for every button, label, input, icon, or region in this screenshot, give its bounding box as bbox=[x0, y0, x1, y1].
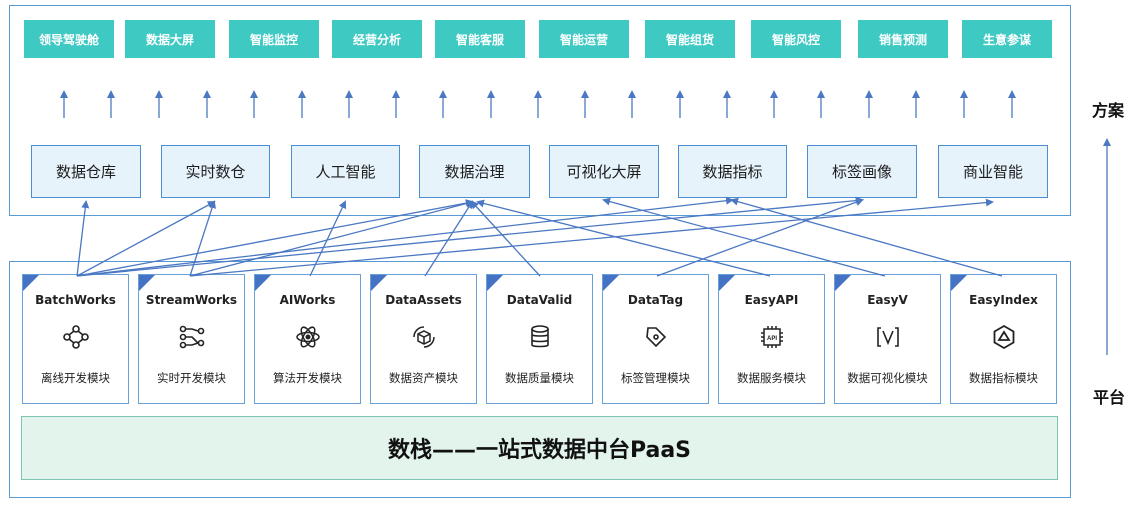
module-card: EasyV 数据可视化模块 bbox=[834, 274, 941, 404]
corner-marker bbox=[603, 275, 619, 291]
tag-icon bbox=[603, 323, 708, 351]
module-card: AIWorks 算法开发模块 bbox=[254, 274, 361, 404]
module-name: StreamWorks bbox=[145, 293, 238, 307]
link-line bbox=[76, 200, 90, 277]
corner-marker bbox=[139, 275, 155, 291]
corner-marker bbox=[23, 275, 39, 291]
module-name: DataAssets bbox=[385, 293, 462, 307]
link-line bbox=[730, 197, 1003, 277]
module-desc: 离线开发模块 bbox=[41, 371, 110, 385]
link-line bbox=[76, 201, 216, 277]
database-icon bbox=[487, 323, 592, 351]
module-desc: 数据指标模块 bbox=[969, 371, 1038, 385]
corner-marker bbox=[951, 275, 967, 291]
capability-box: 数据仓库 bbox=[31, 145, 141, 198]
module-desc: 数据质量模块 bbox=[505, 371, 574, 385]
capability-box: 人工智能 bbox=[291, 145, 400, 198]
module-name: DataTag bbox=[627, 293, 684, 307]
scenario-tile: 智能风控 bbox=[751, 20, 841, 58]
scenario-tile: 智能运营 bbox=[539, 20, 629, 58]
module-card: EasyIndex 数据指标模块 bbox=[950, 274, 1057, 404]
corner-marker bbox=[835, 275, 851, 291]
link-line bbox=[476, 199, 771, 277]
module-card: BatchWorks 离线开发模块 bbox=[22, 274, 129, 404]
corner-marker bbox=[371, 275, 387, 291]
scenario-tile: 智能组货 bbox=[645, 20, 735, 58]
platform-label: 平台 bbox=[1093, 388, 1126, 407]
module-card: DataAssets 数据资产模块 bbox=[370, 274, 477, 404]
corner-marker bbox=[719, 275, 735, 291]
platform-paas-bar: 数栈——一站式数据中台PaaS bbox=[21, 416, 1058, 480]
link-line bbox=[189, 199, 474, 277]
link-line bbox=[189, 200, 216, 277]
module-name: EasyV bbox=[867, 293, 908, 307]
link-line bbox=[76, 196, 864, 277]
module-desc: 数据可视化模块 bbox=[847, 371, 928, 385]
capability-box: 标签画像 bbox=[807, 145, 917, 198]
module-card: DataValid 数据质量模块 bbox=[486, 274, 593, 404]
scenario-tile: 智能监控 bbox=[229, 20, 319, 58]
capability-box: 可视化大屏 bbox=[549, 145, 659, 198]
link-line bbox=[424, 200, 474, 277]
scenario-tile: 智能客服 bbox=[435, 20, 525, 58]
link-line bbox=[76, 196, 734, 277]
module-card: StreamWorks 实时开发模块 bbox=[138, 274, 245, 404]
module-card: DataTag 标签管理模块 bbox=[602, 274, 709, 404]
atom-icon bbox=[255, 323, 360, 351]
module-name: EasyAPI bbox=[744, 293, 799, 307]
visual-bracket-icon bbox=[835, 323, 940, 351]
capability-box: 实时数仓 bbox=[161, 145, 270, 198]
scenario-tile: 生意参谋 bbox=[962, 20, 1052, 58]
link-line bbox=[602, 197, 886, 277]
scenario-tile: 数据大屏 bbox=[125, 20, 215, 58]
scenario-tile: 经营分析 bbox=[332, 20, 422, 58]
solution-label: 方案 bbox=[1092, 101, 1125, 120]
link-line bbox=[309, 200, 347, 277]
module-desc: 数据资产模块 bbox=[389, 371, 458, 385]
capability-box: 数据指标 bbox=[678, 145, 787, 198]
stream-flow-icon bbox=[139, 323, 244, 351]
module-name: EasyIndex bbox=[969, 293, 1038, 307]
module-desc: 数据服务模块 bbox=[737, 371, 806, 385]
link-line bbox=[470, 200, 541, 277]
corner-marker bbox=[487, 275, 503, 291]
module-name: AIWorks bbox=[279, 293, 336, 307]
capability-box: 数据治理 bbox=[419, 145, 530, 198]
module-card: EasyAPI API 数据服务模块 bbox=[718, 274, 825, 404]
cube-cycle-icon bbox=[371, 323, 476, 351]
link-line bbox=[76, 199, 474, 277]
capability-box: 商业智能 bbox=[938, 145, 1048, 198]
scenario-tile: 领导驾驶舱 bbox=[24, 20, 114, 58]
corner-marker bbox=[255, 275, 271, 291]
api-chip-icon: API bbox=[719, 323, 824, 351]
module-name: BatchWorks bbox=[35, 293, 116, 307]
module-desc: 实时开发模块 bbox=[157, 371, 226, 385]
link-line bbox=[189, 198, 994, 277]
svg-text:API: API bbox=[766, 336, 776, 342]
solution-layer-frame bbox=[9, 5, 1071, 216]
link-line bbox=[656, 198, 864, 277]
module-desc: 算法开发模块 bbox=[273, 371, 342, 385]
hexagon-index-icon bbox=[951, 323, 1056, 351]
module-desc: 标签管理模块 bbox=[621, 371, 690, 385]
module-name: DataValid bbox=[506, 293, 573, 307]
platform-layer-frame bbox=[9, 261, 1071, 498]
network-nodes-icon bbox=[23, 323, 128, 351]
scenario-tile: 销售预测 bbox=[858, 20, 948, 58]
